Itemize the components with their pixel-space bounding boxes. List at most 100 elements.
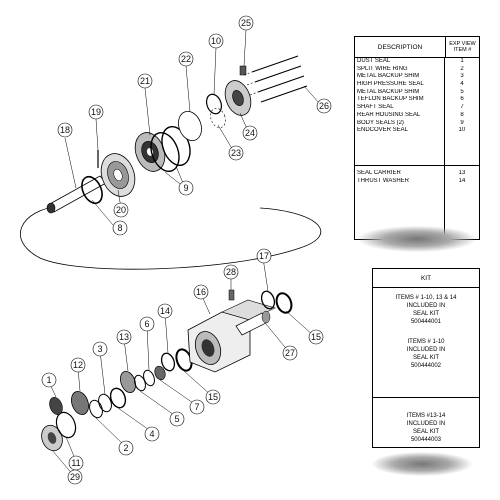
kit-text: ITEMS # 1-10, 13 & 14 INCLUDED IN SEAL K… [395, 295, 457, 325]
gear-part [134, 132, 166, 172]
callout-15-a: 15 [205, 389, 221, 405]
seal-12-part [71, 390, 89, 416]
rear-housing-seal-part [81, 175, 103, 205]
part-description: THRUST WASHER [357, 177, 410, 184]
svg-text:24: 24 [245, 128, 255, 138]
gear-plate-part [100, 153, 136, 197]
seal-ring-23-part [210, 108, 226, 128]
svg-text:23: 23 [231, 148, 241, 158]
callout-24: 24 [242, 125, 258, 141]
callout-29: 29 [67, 469, 83, 485]
key-part [228, 289, 235, 301]
end-cover-part [224, 80, 252, 116]
nut-part [41, 424, 63, 452]
callout-3: 3 [92, 341, 108, 357]
shaft-seal-part [154, 365, 166, 381]
callout-25: 25 [238, 15, 254, 31]
callout-19: 19 [88, 104, 104, 120]
callout-9: 9 [178, 180, 194, 196]
part-description: TEFLON BACKUP SHIM [357, 96, 424, 103]
svg-text:11: 11 [71, 458, 80, 468]
callout-23: 23 [228, 145, 244, 161]
callout-20: 20 [113, 202, 129, 218]
callout-15-b: 15 [308, 329, 324, 345]
callout-28: 28 [223, 264, 239, 280]
bolt-dashes [243, 71, 259, 96]
callout-10: 10 [208, 33, 224, 49]
svg-text:29: 29 [70, 472, 80, 482]
callout-4: 4 [144, 426, 160, 442]
part-description: HIGH PRESSURE SEAL [357, 81, 424, 88]
part-item-number: 13 [458, 169, 466, 176]
callout-26: 26 [316, 98, 332, 114]
svg-text:28: 28 [226, 267, 236, 277]
high-pressure-seal-part [109, 387, 127, 409]
callout-17: 17 [256, 248, 272, 264]
callout-8: 8 [112, 220, 128, 236]
callouts: 18 19 8 20 21 9 22 10 23 24 25 26 1 12 1… [41, 15, 332, 485]
bolts-part [251, 55, 308, 103]
item-number-column: 1 2 3 4 5 6 7 8 9 10 13 14 [445, 58, 479, 240]
part-item-number: 14 [458, 177, 466, 184]
dust-seal-part [49, 396, 63, 416]
callout-5: 5 [169, 411, 185, 427]
sleeve-part [235, 310, 271, 336]
part-description: METAL BACKUP SHIM [357, 88, 420, 95]
table-shadow [358, 226, 476, 252]
svg-text:3: 3 [97, 344, 102, 354]
svg-text:16: 16 [196, 287, 206, 297]
svg-text:18: 18 [60, 125, 70, 135]
parts-table-header: DESCRIPTION EXP VIEW ITEM # [355, 37, 479, 58]
assembly-link-line [20, 205, 322, 270]
svg-text:7: 7 [194, 402, 199, 412]
metal-backup-shim-part [98, 393, 112, 413]
part-item-number: 3 [460, 73, 464, 80]
part-item-number: 8 [460, 111, 464, 118]
kit-box: KIT ITEMS # 1-10, 13 & 14 INCLUDED IN SE… [372, 268, 480, 448]
svg-text:13: 13 [119, 332, 129, 342]
callout-21: 21 [137, 73, 153, 89]
svg-text:17: 17 [259, 251, 269, 261]
kit-section-3: ITEMS #13-14 INCLUDED IN SEAL KIT 500444… [406, 413, 446, 443]
svg-text:27: 27 [285, 348, 295, 358]
split-wire-ring-part [89, 399, 103, 419]
svg-text:14: 14 [160, 306, 170, 316]
thrust-washer-part [160, 352, 176, 372]
part-description: SPLIT WIRE RING [357, 65, 408, 72]
parts-table-body: DUST SEAL SPLIT WIRE RING METAL BACKUP S… [355, 58, 479, 240]
callout-7: 7 [189, 399, 205, 415]
kit-shadow [372, 452, 472, 476]
svg-text:4: 4 [149, 429, 154, 439]
seal-15b-part [275, 292, 293, 314]
part-item-number: 2 [460, 65, 464, 72]
callout-14: 14 [157, 303, 173, 319]
seal-17-part [260, 290, 276, 310]
fitting-part [239, 65, 247, 76]
part-description: SHAFT SEAL [357, 104, 394, 111]
svg-text:10: 10 [211, 36, 221, 46]
callout-11: 11 [68, 455, 84, 471]
body-seal-part-2 [161, 125, 191, 167]
header-item-number: EXP VIEW ITEM # [449, 41, 476, 53]
callout-6: 6 [139, 316, 155, 332]
svg-text:8: 8 [117, 223, 122, 233]
table-spacer [445, 135, 479, 166]
table-spacer [355, 135, 444, 166]
end-plate-part [178, 111, 202, 141]
part-description: DUST SEAL [357, 58, 391, 64]
callout-18: 18 [57, 122, 73, 138]
svg-text:1: 1 [46, 375, 51, 385]
description-column: DUST SEAL SPLIT WIRE RING METAL BACKUP S… [355, 58, 445, 240]
kit-text: ITEMS # 1-10 INCLUDED IN SEAL KIT 500444… [406, 339, 446, 369]
callout-22: 22 [178, 51, 194, 67]
svg-text:25: 25 [241, 18, 251, 28]
svg-text:2: 2 [123, 443, 128, 453]
callout-1: 1 [41, 372, 57, 388]
kit-section-1: ITEMS # 1-10, 13 & 14 INCLUDED IN SEAL K… [373, 288, 479, 398]
svg-text:6: 6 [144, 319, 149, 329]
svg-text:19: 19 [91, 107, 101, 117]
svg-text:21: 21 [140, 76, 150, 86]
part-description: SEAL CARRIER [357, 169, 401, 176]
svg-text:15: 15 [311, 332, 321, 342]
